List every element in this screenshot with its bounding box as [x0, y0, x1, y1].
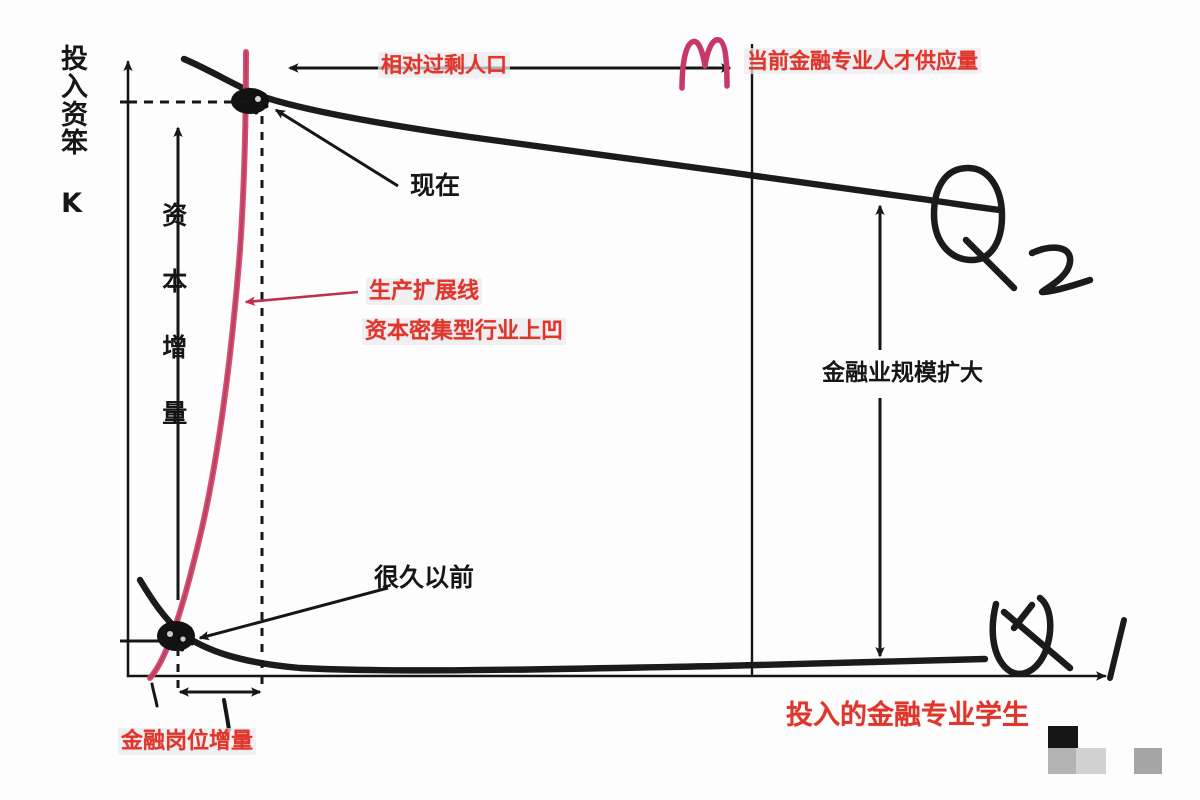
watermark-block-3 [1134, 748, 1162, 774]
y-axis-label: 投入资笨 K [56, 44, 87, 227]
marker-long-ago [157, 621, 195, 652]
capital-intensive-label: 资本密集型行业上凹 [362, 318, 567, 346]
x-axis-label: 投入的金融专业学生 [786, 700, 1029, 731]
expansion-line-label: 生产扩展线 [366, 278, 483, 306]
watermark-block-1 [1048, 748, 1076, 774]
relative-surplus-population-label: 相对过剩人口 [378, 52, 510, 79]
curve-label-q1 [989, 594, 1127, 681]
curve-q2 [180, 55, 1004, 214]
current-supply-label: 当前金融专业人才供应量 [744, 48, 981, 75]
leader-long-ago [198, 586, 389, 641]
job-increment-label: 金融岗位增量 [118, 728, 257, 756]
capital-increment-text: 资 本 增 量 [158, 202, 188, 431]
watermark-block-dark [1048, 726, 1078, 748]
long-ago-label: 很久以前 [374, 563, 475, 592]
watermark-block-2 [1076, 748, 1106, 774]
tick-slash-origin [150, 682, 159, 708]
industry-scale-label: 金融业规模扩大 [822, 360, 983, 386]
capital-increment-label: 资 本 增 量 [158, 202, 188, 438]
curve-expansion-path-core [148, 50, 248, 680]
axis-group [123, 60, 1107, 681]
curve-q1 [136, 576, 989, 674]
leader-now [274, 108, 399, 188]
y-axis-label-text: 投入资笨 K [56, 44, 88, 220]
curve-label-q2 [930, 164, 1094, 296]
handwritten-m-mark [679, 37, 730, 91]
now-label: 现在 [410, 171, 461, 200]
tick-slash-job [222, 698, 231, 732]
leader-expansion-line [244, 290, 359, 306]
